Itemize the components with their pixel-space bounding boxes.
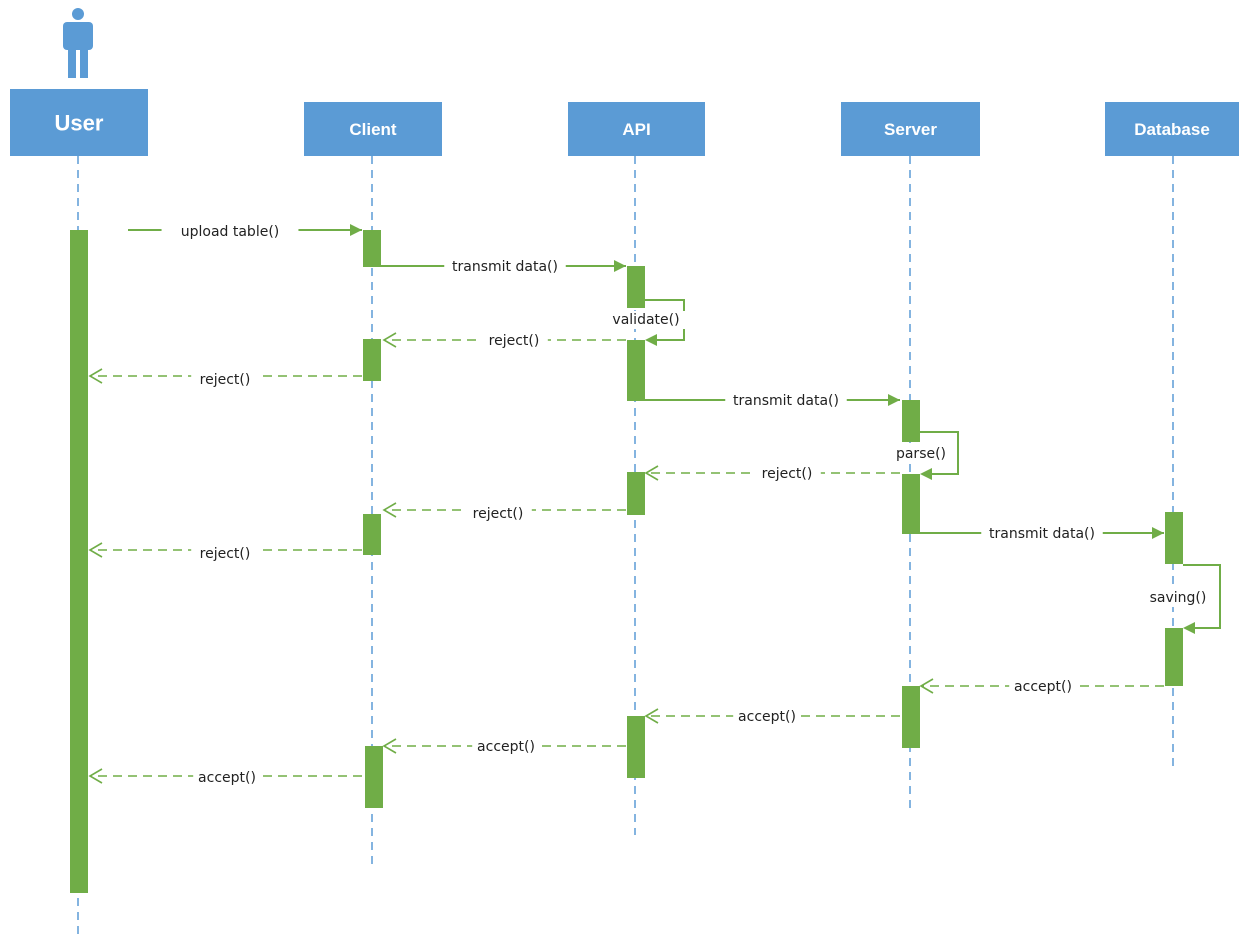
- message-16-label-bg: [193, 769, 261, 787]
- message-10-label-bg: [191, 545, 259, 563]
- lifeline-database-box: [1105, 102, 1239, 156]
- activation-bar-client: [363, 514, 381, 555]
- message-4: reject(): [382, 332, 626, 350]
- lifeline-server-title: Server: [884, 120, 937, 139]
- message-7-label-bg: [887, 443, 955, 463]
- message-4-label-bg: [480, 332, 548, 350]
- message-9-label-bg: [464, 505, 532, 523]
- activation-bar-user: [70, 230, 88, 893]
- lifeline-api-box: [568, 102, 705, 156]
- message-11-label: transmit data(): [989, 526, 1095, 542]
- message-16: accept(): [88, 768, 362, 787]
- activation-bar-api: [627, 472, 645, 515]
- message-4-label: reject(): [489, 333, 540, 349]
- activation-bar-database: [1165, 512, 1183, 564]
- lifeline-user-box: [10, 89, 148, 156]
- lifeline-client-title: Client: [349, 120, 397, 139]
- message-3: validate(): [604, 299, 688, 346]
- lifeline-database: Database: [1105, 102, 1239, 770]
- message-2-label: transmit data(): [452, 259, 558, 275]
- message-7-label: parse(): [896, 446, 946, 462]
- activation-bar-client: [365, 746, 383, 808]
- message-11-label-bg: [981, 525, 1103, 543]
- message-5-label: reject(): [200, 372, 251, 388]
- message-5: reject(): [88, 368, 362, 389]
- message-10-label: reject(): [200, 546, 251, 562]
- activation-bar-api: [627, 716, 645, 778]
- messages: upload table() transmit data() validate() r…: [88, 220, 1221, 787]
- lifelines: User Client API Server Database: [10, 89, 1239, 935]
- lifeline-client: Client: [304, 102, 442, 870]
- message-6: transmit data(): [645, 392, 900, 410]
- message-9: reject(): [382, 502, 626, 523]
- lifeline-user: User: [10, 89, 148, 935]
- message-13-label-bg: [1009, 678, 1077, 696]
- message-1: upload table(): [128, 220, 362, 241]
- message-6-label: transmit data(): [733, 393, 839, 409]
- message-13: accept(): [919, 678, 1164, 696]
- message-14: accept(): [644, 708, 900, 726]
- activation-bar-client: [363, 230, 381, 267]
- lifeline-user-title: User: [55, 110, 104, 135]
- message-3-label: validate(): [612, 312, 679, 328]
- message-7-line: [920, 431, 959, 475]
- message-11: transmit data(): [920, 525, 1164, 543]
- lifeline-api-title: API: [622, 120, 650, 139]
- message-15-label-bg: [472, 738, 540, 756]
- message-8-label: reject(): [762, 466, 813, 482]
- message-1-label-bg: [161, 220, 299, 241]
- lifeline-database-title: Database: [1134, 120, 1210, 139]
- activation-bar-server: [902, 400, 920, 442]
- activation-bar-database: [1165, 628, 1183, 686]
- message-3-label-bg: [604, 311, 688, 329]
- message-6-label-bg: [725, 392, 847, 410]
- message-8-label-bg: [753, 465, 821, 483]
- message-12-label: saving(): [1150, 590, 1207, 606]
- message-13-label: accept(): [1014, 679, 1072, 695]
- activation-bars: [70, 230, 1183, 893]
- message-10: reject(): [88, 542, 362, 563]
- activation-bar-server: [902, 686, 920, 748]
- message-9-label: reject(): [473, 506, 524, 522]
- message-2: transmit data(): [381, 258, 626, 276]
- message-14-label: accept(): [738, 709, 796, 725]
- activation-bar-client: [363, 339, 381, 381]
- message-12-line: [1183, 564, 1221, 629]
- message-15-label: accept(): [477, 739, 535, 755]
- message-2-label-bg: [444, 258, 566, 276]
- message-1-label: upload table(): [181, 224, 280, 240]
- message-14-label-bg: [733, 708, 801, 726]
- message-12-label-bg: [1144, 589, 1212, 607]
- activation-bar-server: [902, 474, 920, 534]
- person-icon: [63, 8, 93, 78]
- message-7: parse(): [887, 431, 959, 480]
- activation-bar-api: [627, 266, 645, 308]
- message-5-label-bg: [191, 371, 259, 389]
- activation-bar-api: [627, 340, 645, 401]
- message-12: saving(): [1144, 564, 1221, 634]
- message-8: reject(): [644, 465, 900, 483]
- lifeline-server-box: [841, 102, 980, 156]
- message-16-label: accept(): [198, 770, 256, 786]
- message-15: accept(): [382, 738, 626, 756]
- lifeline-client-box: [304, 102, 442, 156]
